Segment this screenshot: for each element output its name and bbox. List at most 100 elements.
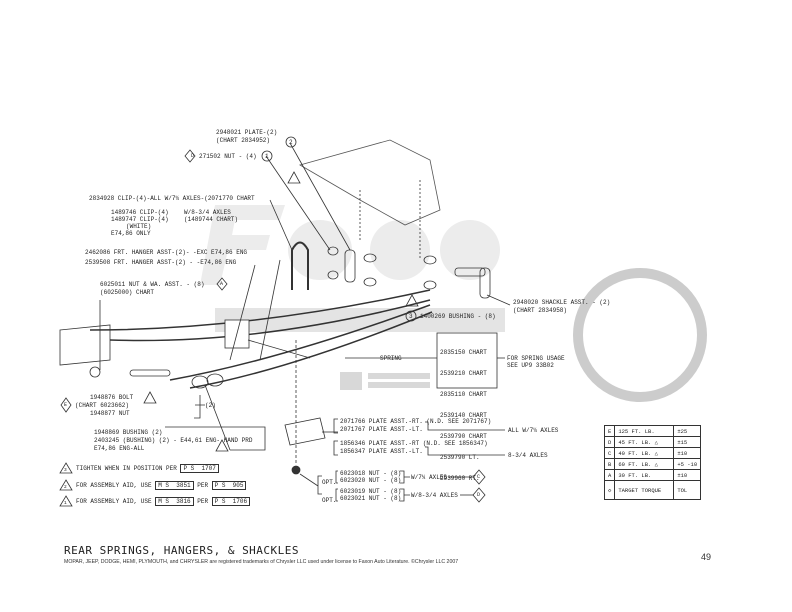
spring-part: 2539210 CHART bbox=[440, 370, 487, 377]
callout-1-circle bbox=[261, 150, 273, 162]
label-clip-2834928: 2834928 CLIP-(4)-ALL W/7¼ AXLES-(2071770… bbox=[89, 195, 255, 202]
spring-part: 2539790 CHART bbox=[440, 433, 487, 440]
spring-part: 2835150 CHART bbox=[440, 349, 487, 356]
ms-ref: M S 3851 bbox=[155, 481, 194, 490]
torque-value: 60 FT. LB. △ bbox=[614, 458, 675, 470]
callout-2: 2 bbox=[289, 139, 293, 146]
torque-tol: ±15 bbox=[673, 436, 702, 448]
label-opt-1: OPT. bbox=[322, 479, 337, 486]
note-3-number: 3 bbox=[64, 468, 67, 473]
label-shackle: 2948020 SHACKLE ASST. - (2) bbox=[513, 299, 611, 306]
torque-key: A bbox=[603, 469, 616, 481]
spring-part: 2539790 LT. bbox=[440, 454, 480, 461]
callout-D: D bbox=[191, 153, 195, 159]
note-text: TIGHTEN WHEN IN POSITION PER bbox=[76, 465, 177, 472]
label-nut-6023018: 6023018 NUT - (8) bbox=[340, 470, 402, 477]
callout-1: 1 bbox=[265, 153, 269, 160]
label-bolt-qty: (2) bbox=[205, 402, 216, 409]
per-text: PER bbox=[197, 482, 209, 489]
note-1: FOR ASSEMBLY AID, USE M S 3816 PER P S 1… bbox=[76, 497, 251, 506]
label-hanger-2462086: 2462086 FRT. HANGER ASST-(2)- -EXC E74,8… bbox=[85, 249, 248, 256]
tol-label: TOL bbox=[673, 480, 702, 500]
label-w8-axles: W/8-3/4 AXLES bbox=[184, 209, 231, 216]
label-nut-axle1: W/7¼ AXLES bbox=[411, 474, 448, 481]
label-plate-lt2: 1856347 PLATE ASST.-LT. bbox=[340, 448, 423, 455]
page-number: 49 bbox=[701, 552, 712, 562]
label-bolt-chart: (CHART 6023662) bbox=[75, 402, 130, 409]
label-plate-chart: (CHART 2834952) bbox=[216, 137, 271, 144]
page-title: REAR SPRINGS, HANGERS, & SHACKLES bbox=[64, 544, 300, 557]
label-white: (WHITE) bbox=[126, 223, 152, 230]
torque-tol: ±10 bbox=[673, 469, 702, 481]
label-spring-usage: FOR SPRING USAGE bbox=[507, 355, 565, 362]
spring-part: 2539140 CHART bbox=[440, 412, 487, 419]
spring-part-list: 2835150 CHART 2539210 CHART 2835110 CHAR… bbox=[440, 335, 487, 489]
torque-value: 125 FT. LB. bbox=[614, 425, 675, 437]
callout-A: A bbox=[220, 281, 224, 287]
label-e74-only: E74,86 ONLY bbox=[111, 230, 151, 237]
leaf-spring bbox=[89, 289, 431, 331]
label-chart-6025000: (6025000) CHART bbox=[100, 289, 155, 296]
label-clip-1489746: 1489746 CLIP-(4) bbox=[111, 209, 169, 216]
torque-tol: ±25 bbox=[673, 425, 702, 437]
label-opt-2: OPT. bbox=[322, 497, 337, 504]
label-hanger-2539508: 2539508 FRT. HANGER ASST-(2) - -E74,86 E… bbox=[85, 259, 237, 266]
note-3: TIGHTEN WHEN IN POSITION PER P S 1707 bbox=[76, 464, 219, 473]
label-spring: SPRING bbox=[380, 355, 402, 362]
torque-key: B bbox=[603, 458, 616, 470]
ps-ref: P S 1707 bbox=[180, 464, 219, 473]
callout-3: 3 bbox=[409, 313, 413, 320]
spring-part: 2835110 CHART bbox=[440, 391, 487, 398]
callout-2-circle bbox=[285, 136, 297, 148]
ps-ref: P S 1706 bbox=[211, 497, 251, 506]
label-chart-1489744: (1489744 CHART) bbox=[184, 216, 239, 223]
label-plate-rt1: 2071766 PLATE ASST.-RT. (N.D. SEE 207176… bbox=[340, 418, 492, 425]
torque-value: 40 FT. LB. △ bbox=[614, 447, 675, 459]
label-bushing-1: 1948869 BUSHING (2) bbox=[94, 429, 163, 436]
diamond-icon: ◇ bbox=[603, 480, 616, 500]
label-bushing-1400269: 1400269 BUSHING - (8) bbox=[420, 313, 496, 320]
nut bbox=[291, 465, 301, 475]
target-torque-label: TARGET TORQUE bbox=[614, 480, 675, 500]
authentic-restoration-badge bbox=[340, 372, 430, 390]
front-hanger bbox=[59, 324, 111, 366]
worlds-largest-seal bbox=[573, 268, 707, 402]
note-text: FOR ASSEMBLY AID, USE bbox=[76, 482, 152, 489]
label-plate-axle1: ALL W/7¼ AXLES bbox=[508, 427, 559, 434]
note-3-triangle bbox=[287, 171, 301, 184]
note-1-number: 1 bbox=[64, 501, 67, 506]
note-2-number: 2 bbox=[64, 485, 67, 490]
note-2: FOR ASSEMBLY AID, USE M S 3851 PER P S 9… bbox=[76, 481, 247, 490]
label-bushing-2: 2403245 (BUSHING) (2) - E44,61 ENG- HAND… bbox=[94, 437, 253, 444]
plate-assembly bbox=[284, 417, 326, 446]
label-bolt: 1948876 BOLT bbox=[90, 394, 134, 401]
spring-part: 2939960 RT. bbox=[440, 475, 480, 482]
label-shackle-chart: (CHART 2834958) bbox=[513, 307, 568, 314]
label-nut-6025011: 6025011 NUT & WA. ASST. - (8) bbox=[100, 281, 205, 288]
ms-ref: M S 3816 bbox=[155, 497, 194, 506]
callout-D-diamond bbox=[184, 149, 196, 163]
label-bolt-nut: 1948877 NUT bbox=[90, 410, 130, 417]
label-spring-see: SEE UP9 33B02 bbox=[507, 362, 554, 369]
label-clip-1489747: 1489747 CLIP-(4) bbox=[111, 216, 169, 223]
per-text: PER bbox=[197, 498, 209, 505]
label-plate-2948021: 2948021 PLATE-(2) bbox=[216, 129, 278, 136]
label-nut-271502: 271502 NUT - (4) bbox=[199, 153, 257, 160]
label-bushing-3: E74,86 ENG-ALL bbox=[94, 445, 145, 452]
auto-literature-watermark bbox=[215, 308, 505, 332]
label-plate-lt1: 2071767 PLATE ASST.-LT. bbox=[340, 426, 423, 433]
ps-ref: P S 905 bbox=[211, 481, 247, 490]
trademark-notice: MOPAR, JEEP, DODGE, HEMI, PLYMOUTH, and … bbox=[64, 559, 459, 565]
torque-tol: ±10 bbox=[673, 447, 702, 459]
note-text: FOR ASSEMBLY AID, USE bbox=[76, 498, 152, 505]
frame-rail bbox=[298, 139, 441, 226]
torque-key: E bbox=[603, 425, 616, 437]
